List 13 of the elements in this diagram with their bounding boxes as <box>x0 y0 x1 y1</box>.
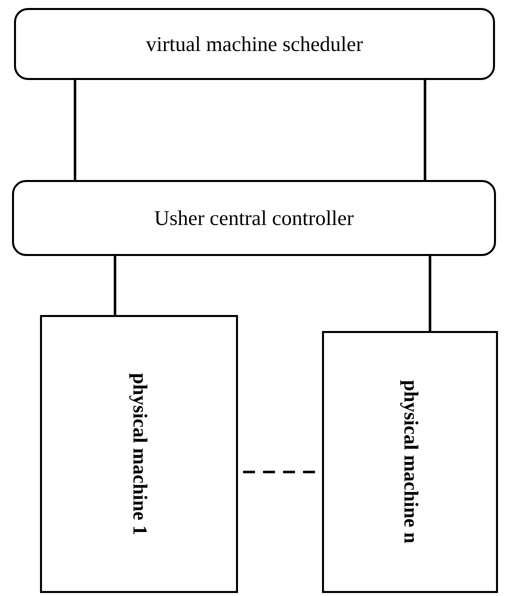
rounded-box <box>14 8 495 80</box>
node-label: physical machine 1 <box>128 372 150 536</box>
node-label: Usher central controller <box>154 206 354 230</box>
dashed-connector <box>243 470 318 474</box>
rounded-box <box>12 180 496 256</box>
connector-line <box>424 80 426 180</box>
machine-box <box>40 315 238 593</box>
node-label: physical machine n <box>398 380 422 544</box>
machine-box <box>322 331 498 593</box>
connector-line <box>74 80 76 180</box>
node-label: virtual machine scheduler <box>146 32 363 56</box>
connector-line <box>428 256 432 331</box>
connector-line <box>114 256 116 315</box>
